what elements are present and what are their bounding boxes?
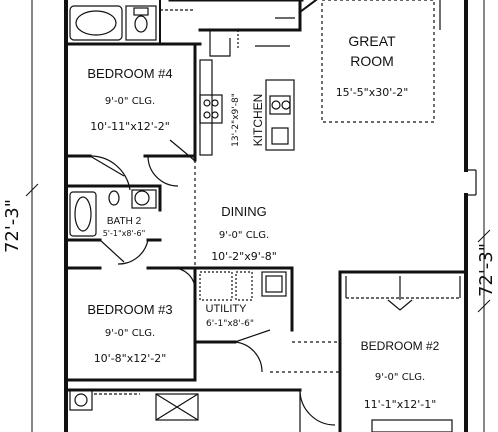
bedroom2-size: 11'-1"x12'-1"	[364, 398, 437, 411]
utility-size: 6'-1"x8'-6"	[206, 319, 254, 329]
fixtures	[69, 0, 477, 432]
walls	[64, 0, 468, 432]
great-room-label-1: GREAT	[348, 33, 396, 49]
bedroom2-label: BEDROOM #2	[361, 339, 440, 353]
bedroom2-ceiling: 9'-0" CLG.	[375, 372, 425, 383]
great-room-label-2: ROOM	[350, 53, 394, 69]
dining-label: DINING	[221, 204, 267, 219]
great-room-size: 15'-5"x30'-2"	[336, 86, 409, 99]
dining-ceiling: 9'-0" CLG.	[219, 230, 269, 241]
right-dimension: 72'-3"	[476, 243, 497, 297]
utility-label: UTILITY	[206, 303, 248, 315]
bedroom4-ceiling: 9'-0" CLG.	[105, 96, 155, 107]
room-labels: GREAT ROOM 15'-5"x30'-2" BEDROOM #4 9'-0…	[87, 33, 439, 411]
kitchen-size: 13'-2"x9'-8"	[231, 93, 241, 147]
bedroom3-label: BEDROOM #3	[87, 302, 172, 317]
bath2-size: 5'-1"x8'-6"	[103, 229, 146, 238]
dimension-lines	[25, 0, 491, 432]
left-dimension: 72'-3"	[2, 199, 23, 253]
bedroom3-size: 10'-8"x12'-2"	[94, 352, 167, 365]
dining-size: 10'-2"x9'-8"	[211, 250, 277, 263]
bedroom4-size: 10'-11"x12'-2"	[90, 120, 170, 133]
bath2-label: BATH 2	[107, 216, 142, 227]
kitchen-label: KITCHEN	[251, 94, 265, 147]
bedroom3-ceiling: 9'-0" CLG.	[105, 328, 155, 339]
bedroom4-label: BEDROOM #4	[87, 66, 172, 81]
